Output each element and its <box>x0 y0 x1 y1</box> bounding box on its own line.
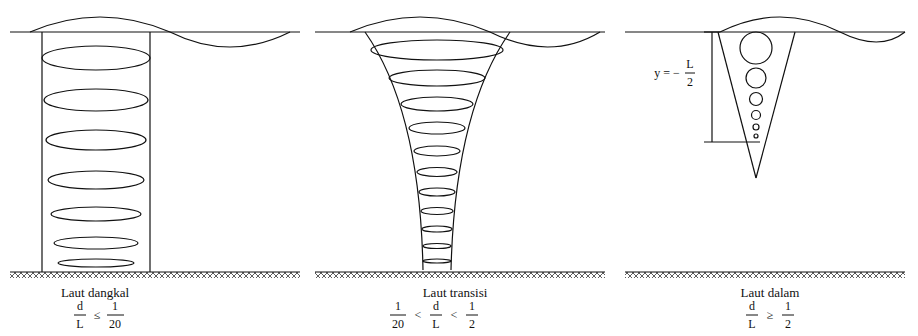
fraction-part: 20 <box>392 318 404 330</box>
operator: ≤ <box>94 309 101 321</box>
depth-label: y = − <box>654 67 680 79</box>
fraction-part: d <box>433 300 439 312</box>
fraction-part: d <box>77 300 83 312</box>
operator: ≥ <box>767 309 774 321</box>
fraction-part: L <box>748 318 755 330</box>
fraction-part: L <box>432 318 439 330</box>
fraction-part: L <box>686 58 693 70</box>
fraction-part: 1 <box>469 300 475 312</box>
zone-name: Laut transisi <box>423 286 488 299</box>
fraction-part: 2 <box>785 318 791 330</box>
fraction-part: 1 <box>785 300 791 312</box>
fraction-part: 1 <box>395 300 401 312</box>
fraction-part: 2 <box>469 318 475 330</box>
fraction-part: 20 <box>109 318 121 330</box>
fraction-part: L <box>76 318 83 330</box>
zone-name: Laut dalam <box>741 286 800 299</box>
operator: < <box>451 309 458 321</box>
operator: < <box>415 309 422 321</box>
fraction-part: 2 <box>687 76 693 88</box>
zone-name: Laut dangkal <box>61 286 129 299</box>
fraction-part: 1 <box>112 300 118 312</box>
fraction-part: d <box>749 300 755 312</box>
